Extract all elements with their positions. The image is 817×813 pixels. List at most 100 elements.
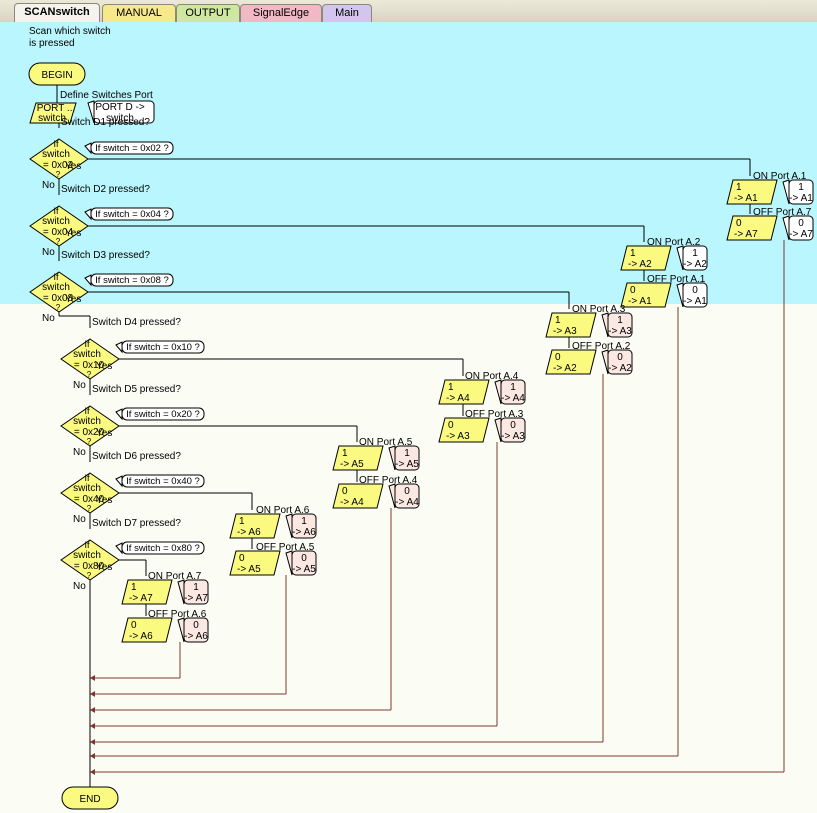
on-label-port-3: -> A3 [608,326,632,337]
on-shape-val-6: 1 [239,516,245,527]
decision-if-4: If [84,339,90,349]
on-label-port-1: -> A1 [789,193,813,204]
decision-comment-6: Switch D6 pressed? [92,451,181,462]
off-output-shape-4 [438,417,490,443]
off-label-val-3: 0 [617,352,623,363]
decision-q-2: ? [56,237,61,246]
tab-scanswitch[interactable]: SCANswitch [14,3,100,23]
decision-if-1: If [53,139,59,149]
condition-bubble-3 [90,273,174,287]
off-label-port-4: -> A3 [501,431,525,442]
on-comment-5: ON Port A.5 [359,437,413,448]
return-arrow-1 [90,769,95,775]
decision-comment-5: Switch D5 pressed? [92,384,181,395]
off-output-shape-3 [545,349,597,375]
off-label-port-6: -> A5 [292,564,316,575]
tab-signaledge[interactable]: SignalEdge [240,4,322,22]
decision-switch-7: switch [73,550,101,561]
off-shape-port-5: -> A4 [340,497,364,508]
decision-q-5: ? [87,437,92,446]
yes-label-5: Yes [96,428,112,439]
on-shape-port-3: -> A3 [553,326,577,337]
tab-manual[interactable]: MANUAL [102,4,176,22]
on-label-val-4: 1 [510,382,516,393]
return-arrow-6 [90,691,95,697]
condition-text-6: If switch = 0x40 ? [126,476,200,487]
off-shape-val-3: 0 [555,352,561,363]
return-arrow-5 [90,707,95,713]
define-comment: Define Switches Port [60,90,153,101]
on-output-shape-7 [121,579,173,605]
on-shape-port-1: -> A1 [734,193,758,204]
on-label-1 [788,179,814,205]
decision-switch-6: switch [73,483,101,494]
off-label-port-5: -> A4 [395,497,419,508]
define-port-shape [29,102,77,124]
on-comment-1: ON Port A.1 [753,171,807,182]
decision-value-4: = 0x10 [74,360,105,371]
off-label-5 [394,483,420,509]
off-shape-port-3: -> A2 [553,363,577,374]
decision-q-3: ? [56,303,61,312]
off-comment-1: OFF Port A.7 [753,207,812,218]
return-arrow-7 [90,675,95,681]
yes-label-3: Yes [65,294,81,305]
off-label-port-3: -> A2 [608,363,632,374]
on-label-2 [682,245,708,271]
on-comment-7: ON Port A.7 [148,571,202,582]
off-label-val-5: 0 [404,486,410,497]
on-label-4 [500,379,526,405]
decision-q-6: ? [87,504,92,513]
on-label-3 [607,312,633,338]
off-label-1 [788,215,814,241]
off-output-shape-2 [620,282,672,308]
off-comment-5: OFF Port A.4 [359,475,418,486]
decision-switch-2: switch [42,216,70,227]
on-shape-port-4: -> A4 [446,393,470,404]
off-label-val-4: 0 [510,420,516,431]
off-shape-val-2: 0 [630,285,636,296]
on-output-shape-6 [229,513,281,539]
no-label-3: No [42,313,55,324]
on-shape-val-1: 1 [736,182,742,193]
off-shape-val-7: 0 [131,620,137,631]
on-label-val-2: 1 [692,248,698,259]
tab-main[interactable]: Main [322,4,372,22]
on-shape-val-2: 1 [630,248,636,259]
canvas-lower-region [0,302,817,813]
off-comment-6: OFF Port A.5 [256,542,315,553]
begin-label: BEGIN [41,70,72,81]
on-label-port-6: -> A6 [292,527,316,538]
yes-label-7: Yes [96,562,112,573]
on-output-shape-5 [332,445,384,471]
on-label-val-1: 1 [798,182,804,193]
off-output-shape-6 [229,550,281,576]
off-label-val-7: 0 [193,620,199,631]
condition-text-3: If switch = 0x08 ? [95,275,169,286]
define-label [93,100,155,124]
on-label-5 [394,445,420,471]
tab-output[interactable]: OUTPUT [176,4,240,22]
on-comment-2: ON Port A.2 [647,237,701,248]
condition-text-1: If switch = 0x02 ? [95,143,169,154]
decision-q-4: ? [87,370,92,379]
no-label-7: No [73,581,86,592]
off-comment-7: OFF Port A.6 [148,609,207,620]
off-output-shape-1 [726,215,778,241]
decision-if-2: If [53,206,59,216]
condition-bubble-2 [90,207,174,221]
off-label-4 [500,417,526,443]
off-label-val-1: 0 [798,218,804,229]
on-label-port-5: -> A5 [395,459,419,470]
on-shape-val-4: 1 [448,382,454,393]
condition-bubble-6 [121,474,205,488]
on-label-6 [291,513,317,539]
off-label-val-6: 0 [301,553,307,564]
yes-label-4: Yes [96,361,112,372]
decision-comment-7: Switch D7 pressed? [92,518,181,529]
decision-switch-1: switch [42,149,70,160]
on-label-val-7: 1 [193,582,199,593]
define-shape-line1: PORT ... [37,103,76,114]
decision-q-7: ? [87,571,92,580]
off-comment-2: OFF Port A.1 [647,274,706,285]
